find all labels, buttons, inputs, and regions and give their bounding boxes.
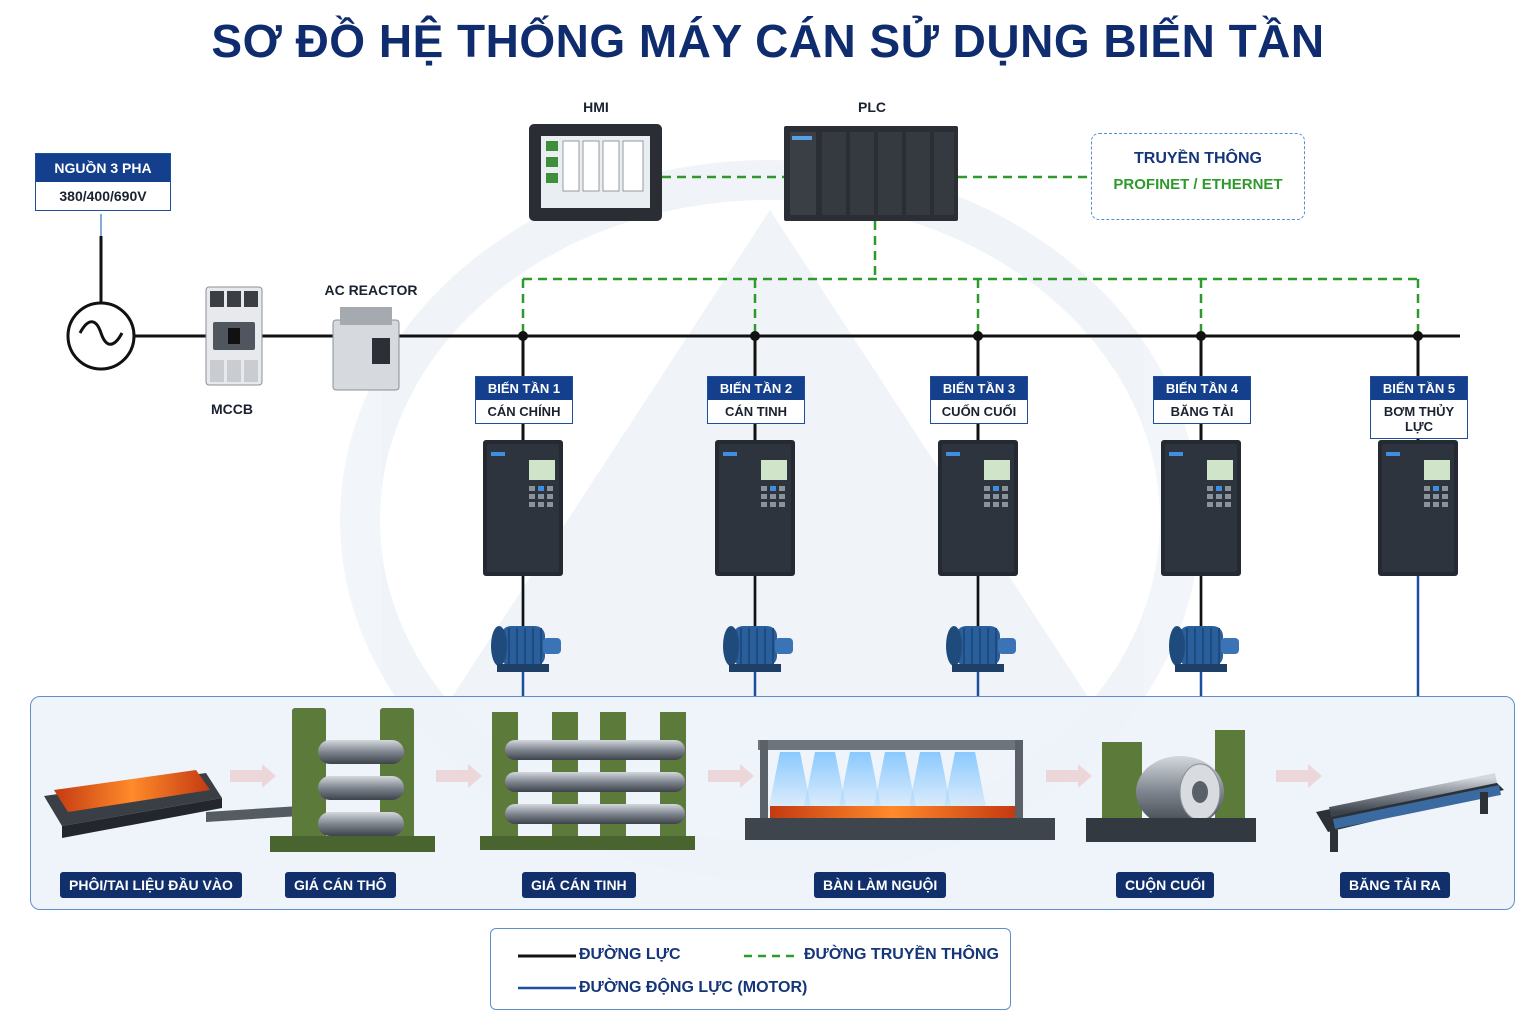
stage-label-finishing-stand: GIÁ CÁN TINH xyxy=(522,872,636,898)
drive-function: CÁN TINH xyxy=(724,404,788,419)
motor-icon xyxy=(1169,626,1239,672)
communication-title: TRUYỀN THÔNG xyxy=(1134,150,1262,167)
drive-name: BIẾN TẦN 2 xyxy=(708,377,804,400)
ac-reactor-icon xyxy=(332,307,400,391)
vfd-icon xyxy=(483,440,563,576)
hmi-label: HMI xyxy=(583,99,609,115)
drive-function: BĂNG TẢI xyxy=(1170,404,1234,419)
drive-unit-3 xyxy=(938,331,1018,696)
drive-name: BIẾN TẦN 3 xyxy=(931,377,1027,400)
hmi-panel-icon xyxy=(529,124,662,221)
stage-label-cooling-bed: BÀN LÀM NGUỘI xyxy=(814,872,947,898)
finishing-stand-machine xyxy=(480,712,695,850)
communication-protocol: PROFINET / ETHERNET xyxy=(1113,176,1283,193)
drive-name: BIẾN TẦN 5 xyxy=(1371,377,1467,400)
vfd-icon xyxy=(1378,440,1458,576)
drive-label-5: BIẾN TẦN 5 BƠM THỦY LỰC xyxy=(1370,376,1468,439)
stage-label-rough-stand: GIÁ CÁN THÔ xyxy=(285,872,396,898)
drive-function: CUỐN CUỐI xyxy=(941,404,1017,419)
legend-power-text: ĐƯỜNG LỰC xyxy=(579,946,681,963)
vfd-icon xyxy=(938,440,1018,576)
motor-icon xyxy=(491,626,561,672)
drive-label-1: BIẾN TẦN 1 CÁN CHÍNH xyxy=(475,376,573,424)
legend: ĐƯỜNG LỰC ĐƯỜNG TRUYỀN THÔNG ĐƯỜNG ĐỘNG … xyxy=(490,928,1011,1010)
drive-unit-4 xyxy=(1161,331,1241,696)
drive-label-2: BIẾN TẦN 2 CÁN TINH xyxy=(707,376,805,424)
motor-icon xyxy=(946,626,1016,672)
ac-reactor-label: AC REACTOR xyxy=(324,282,418,298)
stage-label-input: PHÔI/TAI LIỆU ĐẦU VÀO xyxy=(60,872,242,898)
drive-unit-2 xyxy=(715,331,795,696)
conveyor-machine xyxy=(1316,773,1504,852)
ac-source-icon xyxy=(66,301,136,371)
power-source-label: NGUỒN 3 PHA xyxy=(36,154,170,182)
page-title: SƠ ĐỒ HỆ THỐNG MÁY CÁN SỬ DỤNG BIẾN TẦN xyxy=(211,15,1325,67)
drive-function: CÁN CHÍNH xyxy=(487,404,561,419)
communication-box: TRUYỀN THÔNG PROFINET / ETHERNET xyxy=(1091,133,1305,220)
plc-label: PLC xyxy=(858,99,886,115)
drive-unit-5 xyxy=(1378,331,1458,696)
rough-stand-machine xyxy=(270,708,435,852)
legend-comm-text: ĐƯỜNG TRUYỀN THÔNG xyxy=(804,946,999,963)
drive-name: BIẾN TẦN 1 xyxy=(476,377,572,400)
legend-symbols xyxy=(518,954,796,990)
drive-label-4: BIẾN TẦN 4 BĂNG TẢI xyxy=(1153,376,1251,424)
legend-motor-text: ĐƯỜNG ĐỘNG LỰC (MOTOR) xyxy=(579,979,808,996)
power-source-voltage: 380/400/690V xyxy=(59,188,147,204)
drive-name: BIẾN TẦN 4 xyxy=(1154,377,1250,400)
coiler-machine xyxy=(1086,730,1256,842)
vfd-icon xyxy=(715,440,795,576)
cooling-bed-machine xyxy=(745,740,1055,840)
plc-icon xyxy=(784,126,958,221)
motor-icon xyxy=(723,626,793,672)
stage-label-coiler: CUỘN CUỐI xyxy=(1116,872,1215,898)
stage-label-conveyor: BĂNG TẢI RA xyxy=(1340,872,1450,898)
vfd-icon xyxy=(1161,440,1241,576)
billet-table-machine xyxy=(44,770,300,838)
communication-lines xyxy=(521,175,1420,336)
power-source-box: NGUỒN 3 PHA 380/400/690V xyxy=(35,153,171,211)
drive-label-3: BIẾN TẦN 3 CUỐN CUỐI xyxy=(930,376,1028,424)
mccb-icon xyxy=(205,286,263,386)
mccb-label: MCCB xyxy=(211,401,253,417)
drive-function: BƠM THỦY LỰC xyxy=(1383,404,1455,434)
